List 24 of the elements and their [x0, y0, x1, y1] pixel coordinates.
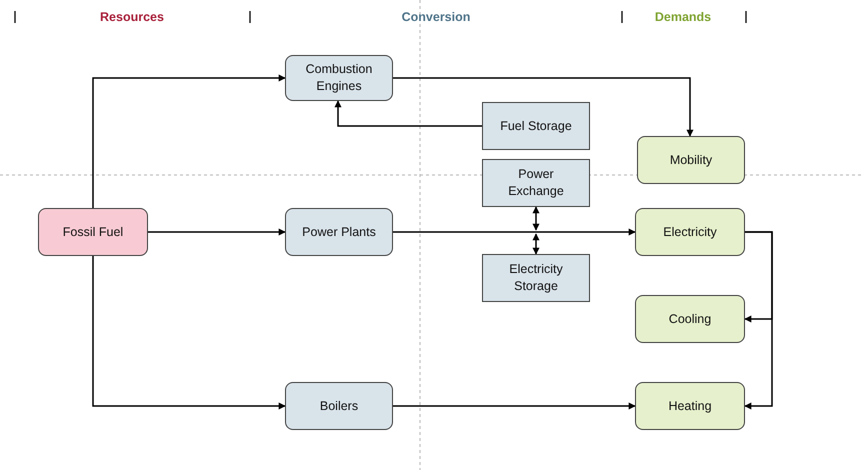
- conversion-box: Boilers: [285, 382, 393, 430]
- arrow: [532, 206, 540, 231]
- exchange-box: Power Exchange: [482, 159, 590, 207]
- demand-box: Electricity: [635, 208, 745, 256]
- conversion-box: Power Plants: [285, 208, 393, 256]
- arrow: [744, 231, 773, 410]
- arrow: [334, 100, 482, 127]
- column-heading: Resources: [100, 10, 164, 24]
- storage-box: Fuel Storage: [482, 102, 590, 150]
- demand-box: Cooling: [635, 295, 745, 343]
- column-heading: Conversion: [402, 10, 470, 24]
- arrow: [393, 228, 636, 236]
- arrow: [393, 402, 636, 410]
- demand-box: Mobility: [637, 136, 745, 184]
- demand-box: Heating: [635, 382, 745, 430]
- conversion-box: Combustion Engines: [285, 55, 393, 101]
- storage-box: Electricity Storage: [482, 254, 590, 302]
- arrow: [92, 256, 286, 410]
- column-heading: Demands: [654, 10, 712, 24]
- arrow: [92, 74, 286, 208]
- arrow: [393, 77, 694, 137]
- arrow: [532, 233, 540, 255]
- arrow: [148, 228, 286, 236]
- resource-box: Fossil Fuel: [38, 208, 148, 256]
